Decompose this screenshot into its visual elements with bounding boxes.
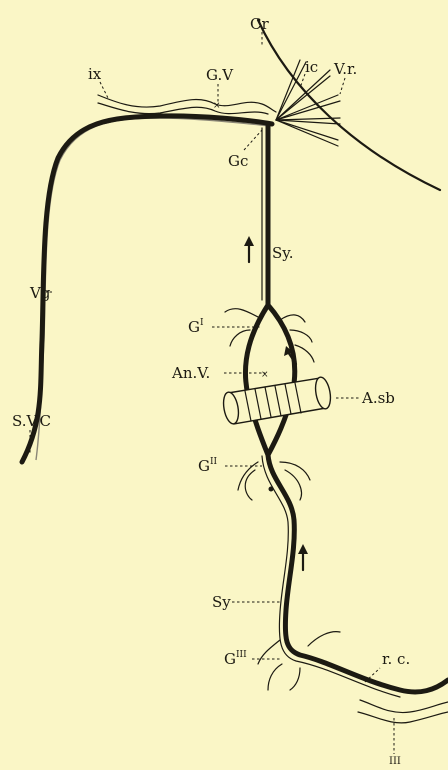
leader-lines — [30, 32, 394, 754]
nerve-ix-upper — [98, 95, 276, 112]
g2-branches — [238, 462, 310, 500]
label-g2: GII — [198, 457, 218, 475]
label-g3: GIII — [224, 650, 247, 668]
label-svc: S.V.C — [12, 412, 51, 430]
nerve-iii-upper — [360, 700, 448, 713]
arrow-upper — [244, 236, 254, 262]
label-cr: Cr — [250, 15, 269, 33]
label-gv: G.V — [206, 66, 234, 84]
label-g1: GI — [188, 318, 204, 336]
ansa-right — [268, 305, 295, 455]
label-anv: An.V. — [171, 364, 210, 382]
sy-lower — [268, 455, 448, 692]
cranium-arc — [258, 20, 440, 190]
label-asb: A.sb — [361, 389, 395, 407]
label-sy-upper: Sy. — [272, 244, 294, 262]
label-ic: ic — [305, 58, 318, 76]
label-vr: V.r. — [333, 60, 357, 78]
arrow-lower — [298, 544, 308, 570]
anv-marker: × — [261, 370, 269, 380]
g2-node — [269, 487, 274, 492]
label-gc: Gc — [228, 152, 248, 170]
label-ix: ix — [88, 65, 102, 83]
label-vg: Vg — [29, 284, 51, 302]
subclavian-artery — [221, 376, 332, 425]
nerve-iii-lower — [358, 712, 448, 723]
nerve-ix-lower — [98, 103, 268, 114]
label-sy-lower: Sy — [212, 593, 231, 611]
label-iii: III — [389, 756, 401, 767]
label-rc: r. c. — [382, 650, 410, 668]
g3-branches — [258, 632, 340, 690]
g1-branches — [225, 309, 314, 362]
gv-marker: × — [213, 101, 221, 111]
